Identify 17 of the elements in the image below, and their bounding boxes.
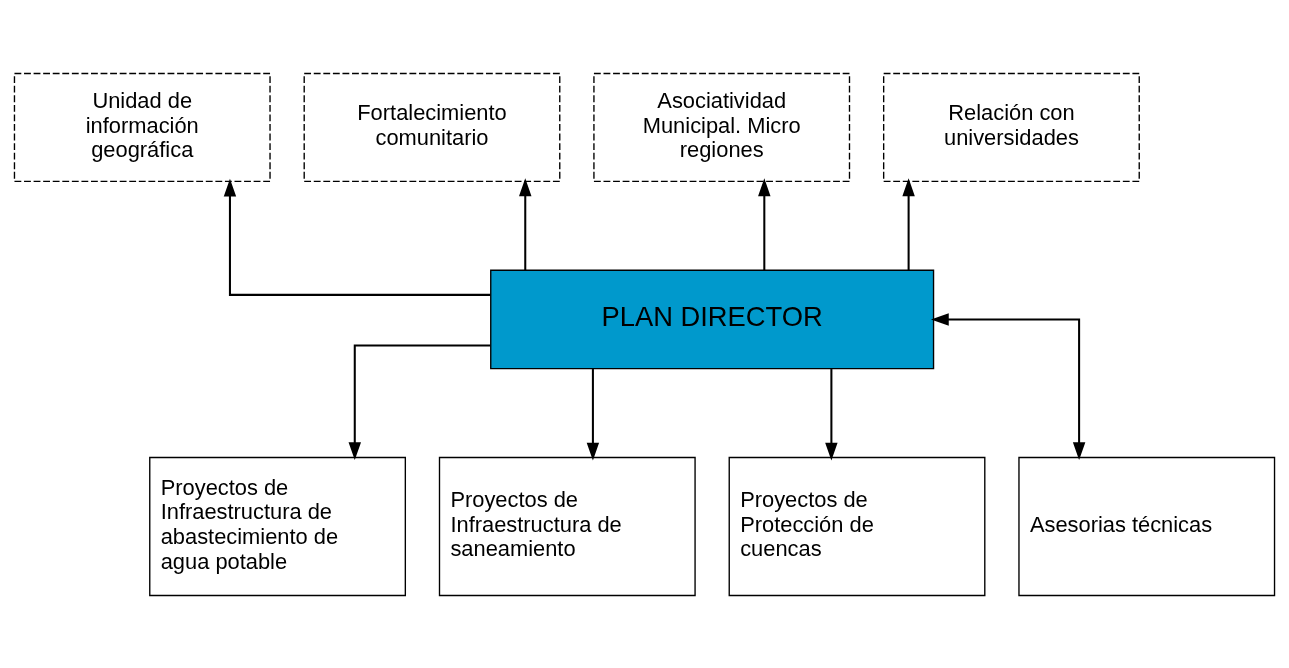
arrow xyxy=(586,368,600,460)
node-box: Proyectos de Infraestructura de abastecimiento de agua potable xyxy=(149,456,406,596)
arrow xyxy=(519,177,532,270)
arrow xyxy=(902,177,915,270)
node-box: Proyectos de Protección de cuencas xyxy=(728,456,986,596)
node-box: Unidad de información geográfica xyxy=(13,72,271,182)
arrow xyxy=(348,343,491,460)
node-box: Asesorias técnicas xyxy=(1018,456,1276,596)
node-box: Relación con universidades xyxy=(883,72,1140,182)
arrow xyxy=(825,368,838,460)
arrow xyxy=(930,312,1086,460)
node-box: Asociatividad Municipal. Micro regiones xyxy=(593,72,851,182)
arrow xyxy=(223,178,491,296)
node-box: PLAN DIRECTOR xyxy=(490,269,935,369)
node-box: Proyectos de Infraestructura de saneamiento xyxy=(438,456,696,596)
node-box: Fortalecimiento comunitario xyxy=(303,72,561,182)
arrow xyxy=(758,177,771,270)
